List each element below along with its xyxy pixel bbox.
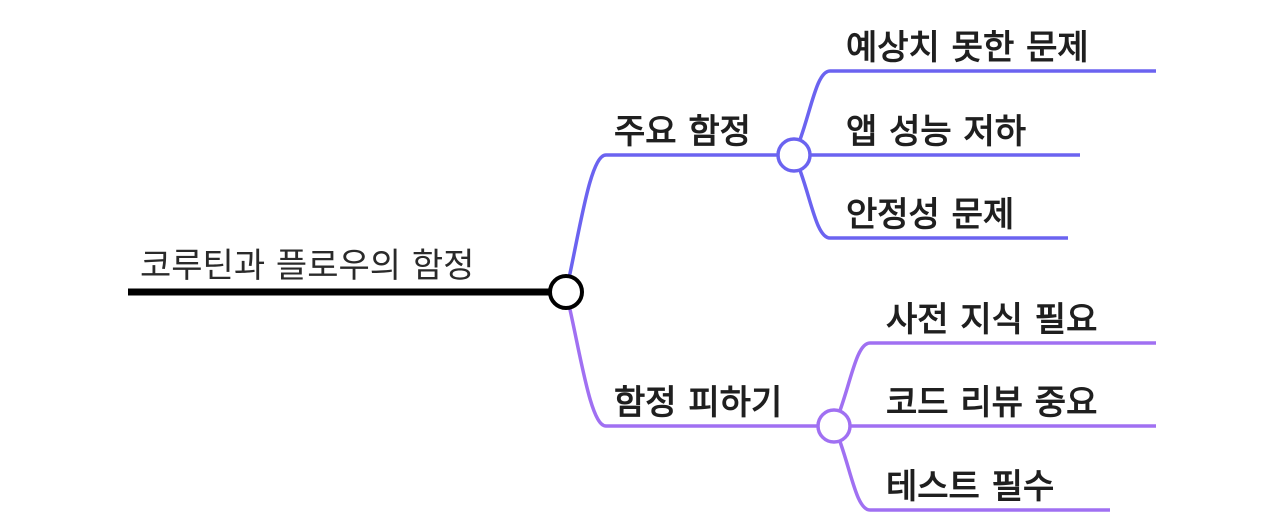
branch-label-avoid-pitfalls: 함정 피하기	[614, 383, 783, 423]
leaf-label-stability-issues: 안정성 문제	[846, 195, 1015, 235]
branch-node-main-pitfalls[interactable]	[776, 137, 812, 173]
branch-node-avoid-pitfalls[interactable]	[816, 408, 852, 444]
branch-connector-main-pitfalls	[564, 153, 794, 293]
branch-label-main-pitfalls: 주요 함정	[614, 112, 751, 152]
leaf-label-performance-drop: 앱 성능 저하	[846, 112, 1027, 152]
branch-connector-avoid-pitfalls	[564, 291, 834, 428]
leaf-label-code-review: 코드 리뷰 중요	[886, 383, 1098, 423]
leaf-label-unexpected-issues: 예상치 못한 문제	[846, 28, 1089, 68]
root-node-circle[interactable]	[548, 274, 584, 310]
leaf-label-prior-knowledge: 사전 지식 필요	[886, 300, 1098, 340]
leaf-label-testing: 테스트 필수	[886, 467, 1055, 507]
root-label: 코루틴과 플로우의 함정	[140, 246, 475, 286]
